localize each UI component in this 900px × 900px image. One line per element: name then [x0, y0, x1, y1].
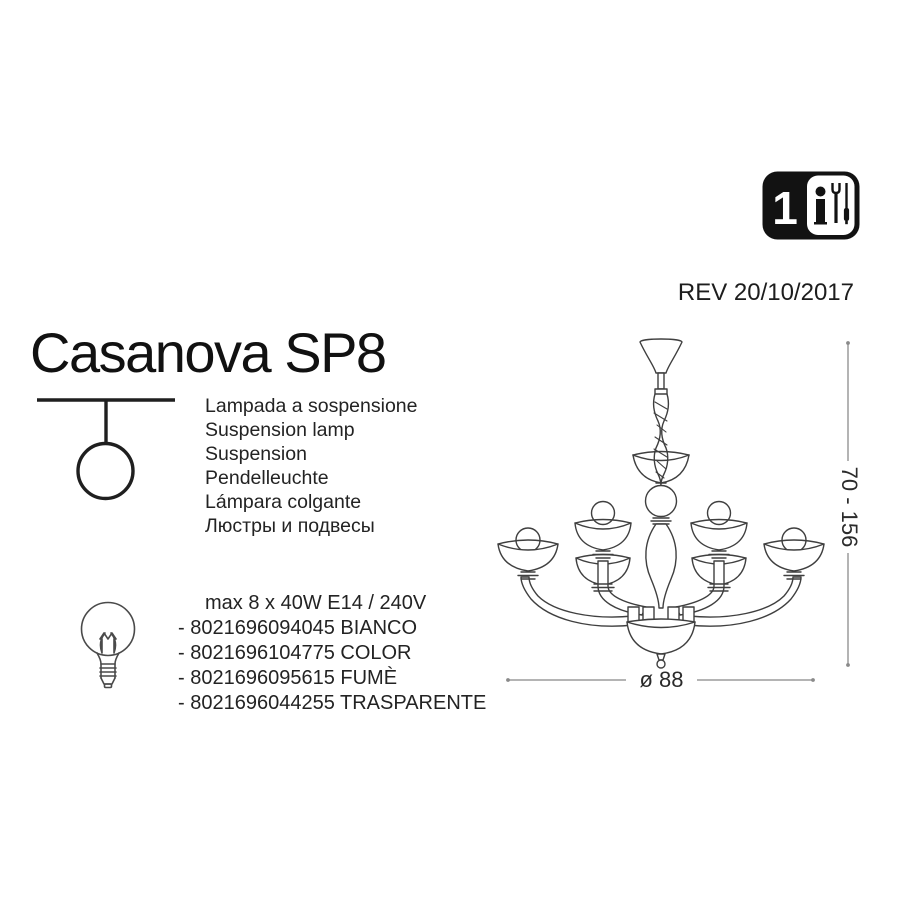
name-russian: Люстры и подвесы — [205, 515, 375, 537]
chandelier-arms-left — [497, 500, 655, 627]
product-title: Casanova SP8 — [30, 321, 387, 384]
height-dimension-label: 70 - 156 — [837, 467, 862, 548]
variant-bianco: - 8021696094045 BIANCO — [178, 617, 418, 639]
suspension-lamp-icon — [34, 390, 179, 505]
technical-drawing: 70 - 156 ø 88 — [480, 320, 900, 720]
name-spanish: Lámpara colgante — [205, 491, 362, 513]
chandelier-arms-right — [667, 500, 825, 627]
name-english: Suspension lamp — [205, 419, 355, 441]
dimension-annotations: 70 - 156 ø 88 — [506, 341, 862, 692]
variant-trasparente: - 8021696044255 TRASPARENTE — [178, 692, 487, 714]
badge-page-number: 1 — [772, 182, 798, 234]
name-french: Suspension — [205, 443, 307, 465]
name-italian: Lampada a sospensione — [205, 395, 418, 417]
name-german: Pendelleuchte — [205, 467, 329, 489]
screwdriver-icon — [843, 183, 850, 225]
wrench-icon — [831, 183, 841, 223]
revision-date: REV 20/10/2017 — [677, 279, 854, 306]
spec-power: max 8 x 40W E14 / 240V — [205, 592, 427, 614]
info-icon — [814, 186, 827, 225]
product-specs: max 8 x 40W E14 / 240V - 8021696094045 B… — [178, 591, 486, 716]
product-name-translations: Lampada a sospensione Suspension lamp Su… — [205, 394, 418, 538]
variant-color: - 8021696104775 COLOR — [178, 642, 412, 664]
variant-fume: - 8021696095615 FUMÈ — [178, 667, 398, 689]
bulb-icon — [72, 592, 144, 692]
page-badge: 1 — [762, 171, 860, 240]
diameter-dimension-label: ø 88 — [639, 667, 683, 692]
lamp-globe — [76, 441, 135, 501]
chandelier-stem — [626, 338, 696, 669]
